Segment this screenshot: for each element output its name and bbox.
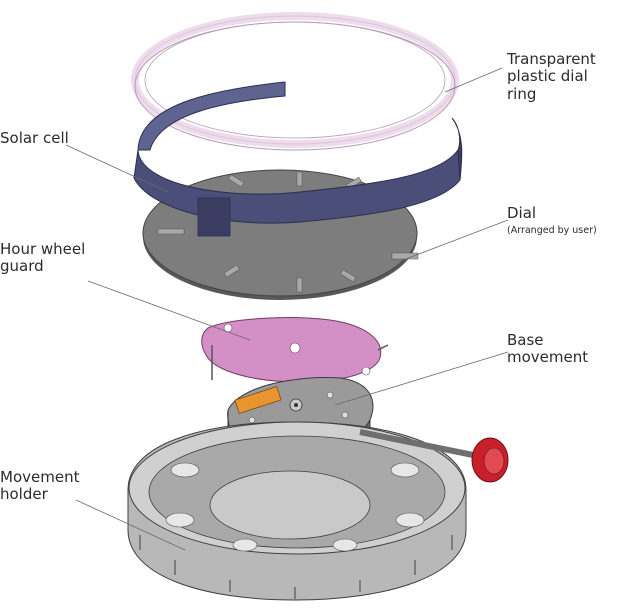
hour-wheel-guard — [201, 317, 389, 383]
label-dial: Dial — [507, 204, 537, 222]
dial-ring — [131, 12, 459, 151]
label-solar-cell: Solar cell — [0, 129, 69, 147]
label-holder-line1: Movement — [0, 468, 80, 486]
label-holder-line2: holder — [0, 485, 48, 503]
leader-lines — [65, 67, 509, 551]
label-base-line1: Base — [507, 331, 544, 349]
label-dial-ring-line1: Transparent — [507, 50, 596, 68]
label-hour-wheel-line1: Hour wheel — [0, 240, 86, 258]
label-dial-ring-line2: plastic dial ring — [507, 67, 588, 103]
label-dial-note: (Arranged by user) — [507, 225, 597, 236]
movement-holder — [127, 421, 467, 601]
label-base-line2: movement — [507, 348, 589, 366]
crown — [359, 429, 509, 483]
solar-cell — [133, 81, 463, 237]
label-hour-wheel-line2: guard — [0, 257, 44, 275]
